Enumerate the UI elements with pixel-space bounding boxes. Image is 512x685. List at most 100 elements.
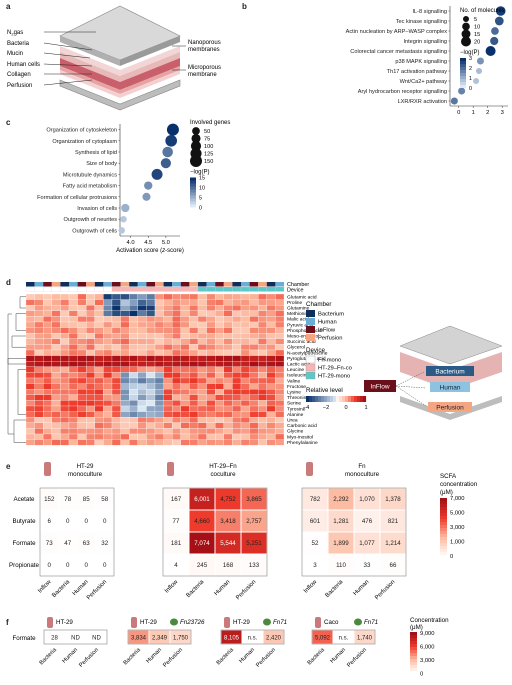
heatmap-cell [137, 310, 147, 317]
bacteria-icon [170, 618, 178, 626]
heatmap-cell [86, 405, 95, 412]
x-tick-label: 5.0 [162, 240, 170, 246]
heatmap-cell [51, 310, 61, 317]
heatmap-cell [206, 383, 216, 390]
heatmap-cell [197, 389, 207, 395]
heatmap-cell [60, 366, 70, 373]
heatmap-cell [154, 344, 164, 351]
row-label: Formate [12, 540, 36, 547]
heatmap-cell [51, 361, 61, 367]
heatmap-cell [215, 361, 224, 367]
heatmap-cell [189, 299, 199, 306]
chamber-annotation-cell [232, 282, 241, 287]
heatmap-cell [68, 344, 78, 351]
heatmap-cell [34, 400, 44, 407]
heatmap-cell [258, 383, 267, 390]
colorbar-title-line1: SCFA [440, 473, 457, 480]
heatmap-row-label: Leucine [287, 367, 304, 373]
heatmap-cell [120, 327, 130, 334]
heatmap-cell [25, 321, 35, 328]
label-human-cells: Human cells [7, 62, 40, 68]
heatmap-cell [197, 377, 207, 384]
heatmap-cell [60, 355, 70, 362]
colorbar-step [410, 650, 417, 654]
level-legend-step [312, 396, 316, 402]
y-tick-label: Invasion of cells [77, 206, 117, 212]
chamber-annotation-cell [86, 282, 95, 287]
colorbar-tick: 9,000 [420, 631, 435, 637]
heatmap-cell [86, 327, 95, 334]
culture-icon [167, 462, 174, 476]
device-annotation-cell [223, 286, 233, 292]
data-point [495, 6, 506, 16]
heatmap-cell [146, 428, 156, 435]
heatmap-cell [60, 327, 70, 334]
column-label: Bacteria [186, 579, 206, 599]
heatmap-cell [180, 327, 190, 334]
heatmap-cell [68, 333, 78, 339]
heatmap-cell [34, 377, 44, 384]
heatmap-cell [232, 377, 242, 384]
chamber-annotation-cell [223, 282, 233, 287]
level-legend-step [324, 396, 328, 402]
heatmap-cell [180, 293, 190, 300]
heatmap-cell [172, 355, 181, 362]
heatmap-cell [154, 349, 164, 356]
heatmap-cell [232, 389, 242, 395]
heatmap-cell [68, 439, 78, 446]
group-subtitle: monoculture [68, 471, 103, 478]
heatmap-cell [60, 333, 70, 339]
heatmap-cell [137, 321, 147, 328]
heatmap-cell [206, 321, 216, 328]
heatmap-cell [94, 428, 104, 435]
heatmap-cell [111, 422, 121, 429]
table-frame [301, 487, 407, 577]
heatmap-cell [120, 428, 130, 435]
heatmap-cell [51, 344, 61, 351]
chamber-annotation-cell [189, 282, 198, 287]
colorbar-step [440, 552, 447, 556]
heatmap-cell [77, 327, 87, 334]
device-annotation-cell [120, 286, 130, 292]
table-cell-value: 782 [310, 496, 321, 503]
heatmap-cell [249, 428, 259, 435]
chamber-annotation-cell [258, 282, 267, 287]
y-tick-label: Aryl hydrocarbon receptor signalling [358, 89, 447, 95]
heatmap-cell [189, 411, 199, 418]
heatmap-cell [172, 299, 181, 306]
heatmap-cell [111, 299, 121, 306]
heatmap-cell [43, 389, 52, 395]
heatmap-cell [111, 349, 121, 356]
heatmap-cell [25, 394, 35, 401]
heatmap-cell [86, 422, 95, 429]
heatmap-cell [232, 439, 242, 446]
heatmap-cell [68, 327, 78, 334]
heatmap-cell [111, 417, 121, 423]
device-annotation-cell [275, 286, 285, 292]
dendrogram-branch [15, 313, 26, 331]
heatmap-cell [172, 366, 181, 373]
table-cell-value: 1,281 [333, 518, 349, 525]
heatmap-cell [120, 321, 130, 328]
heatmap-cell [77, 433, 87, 440]
heatmap-cell [189, 405, 199, 412]
heatmap-row-label: Lactic acid [287, 362, 310, 368]
heatmap-cell [137, 383, 147, 390]
heatmap-cell [94, 321, 104, 328]
heatmap-cell [94, 372, 104, 379]
column-label: Human [72, 579, 90, 597]
level-legend-step [336, 396, 340, 402]
heatmap-cell [266, 333, 276, 339]
heatmap-cell [43, 333, 52, 339]
heatmap-cell [137, 293, 147, 300]
heatmap-cell [43, 428, 52, 435]
heatmap-cell [146, 344, 156, 351]
heatmap-cell [60, 344, 70, 351]
heatmap-cell [180, 411, 190, 418]
device-annotation-cell [197, 286, 207, 292]
table-cell-value: n.s. [339, 636, 349, 642]
color-legend-step [190, 183, 196, 187]
heatmap-cell [206, 293, 216, 300]
chamber-annotation-cell [275, 282, 284, 287]
